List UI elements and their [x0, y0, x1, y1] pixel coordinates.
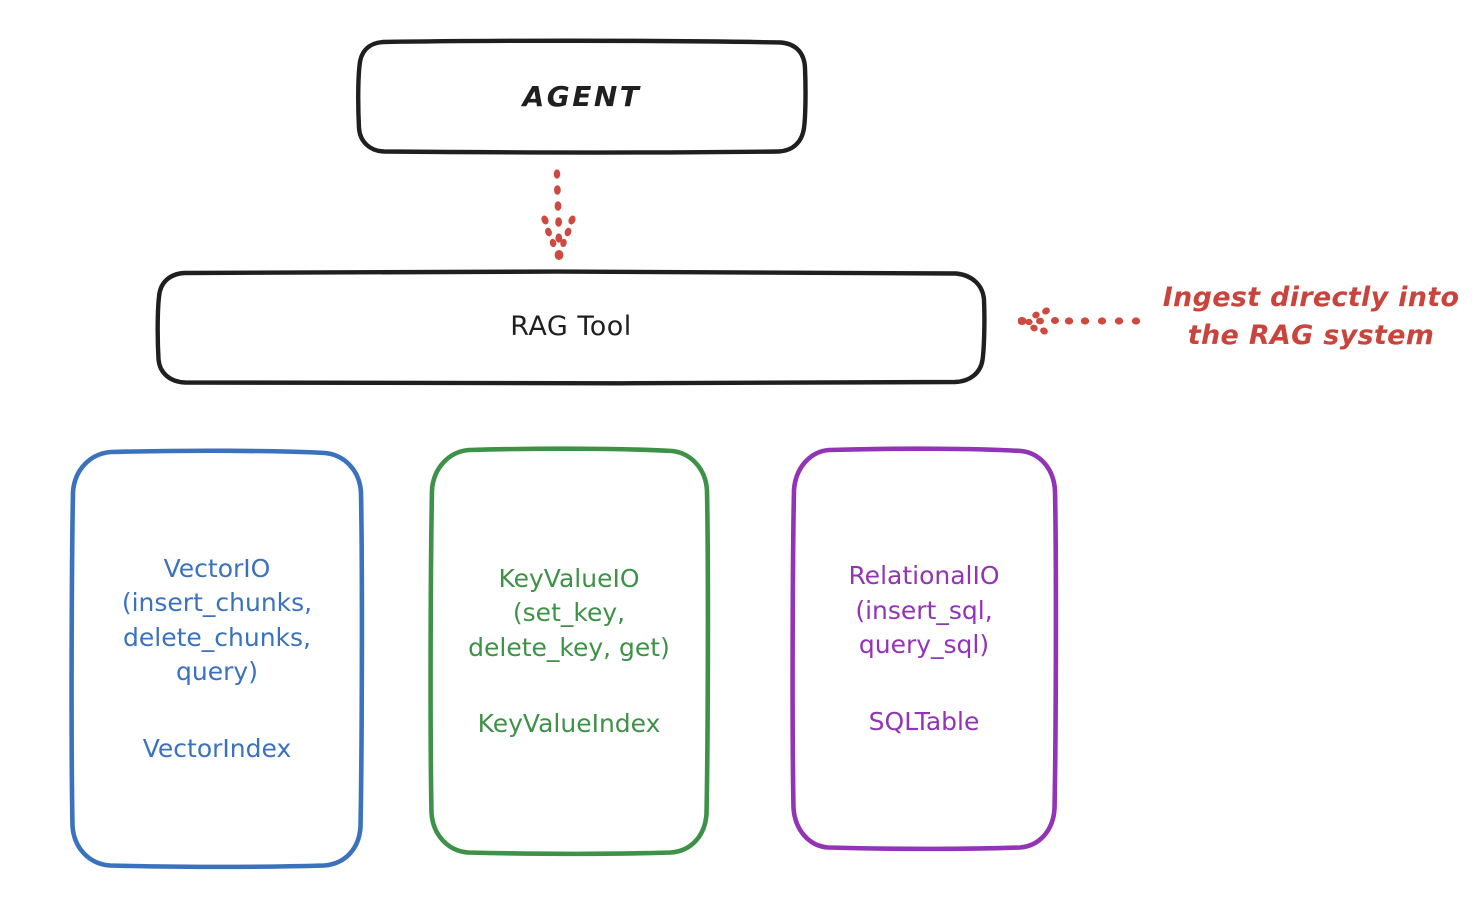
- annotation-ingest-note: Ingest directly into the RAG system: [1162, 282, 1460, 352]
- keyvalue-io-content: KeyValueIO (set_key, delete_key, get) Ke…: [427, 562, 711, 742]
- node-agent-label: AGENT: [522, 79, 642, 113]
- keyvalue-io-api-label: KeyValueIO (set_key, delete_key, get): [468, 563, 670, 662]
- keyvalue-index-label: KeyValueIndex: [477, 709, 661, 738]
- sql-table-label: SQLTable: [868, 706, 980, 736]
- vector-index-label: VectorIndex: [142, 733, 292, 763]
- vector-io-api-label: VectorIO (insert_chunks, delete_chunks, …: [121, 553, 313, 687]
- node-relational-io[interactable]: RelationalIO (insert_sql, query_sql) SQL…: [789, 446, 1059, 852]
- node-agent[interactable]: AGENT: [356, 38, 808, 155]
- node-keyvalue-io[interactable]: KeyValueIO (set_key, delete_key, get) Ke…: [427, 446, 711, 857]
- relational-io-content: RelationalIO (insert_sql, query_sql) SQL…: [789, 559, 1059, 739]
- relational-io-api-label: RelationalIO (insert_sql, query_sql): [848, 561, 1000, 659]
- node-rag-tool-label: RAG Tool: [510, 311, 632, 343]
- edge-ingest-to-rag-tool-arrow: [1018, 307, 1141, 335]
- node-rag-tool[interactable]: RAG Tool: [155, 269, 987, 386]
- edge-agent-to-rag-tool-arrow: [541, 169, 576, 260]
- node-vector-io[interactable]: VectorIO (insert_chunks, delete_chunks, …: [69, 448, 365, 870]
- vector-io-content: VectorIO (insert_chunks, delete_chunks, …: [69, 552, 365, 767]
